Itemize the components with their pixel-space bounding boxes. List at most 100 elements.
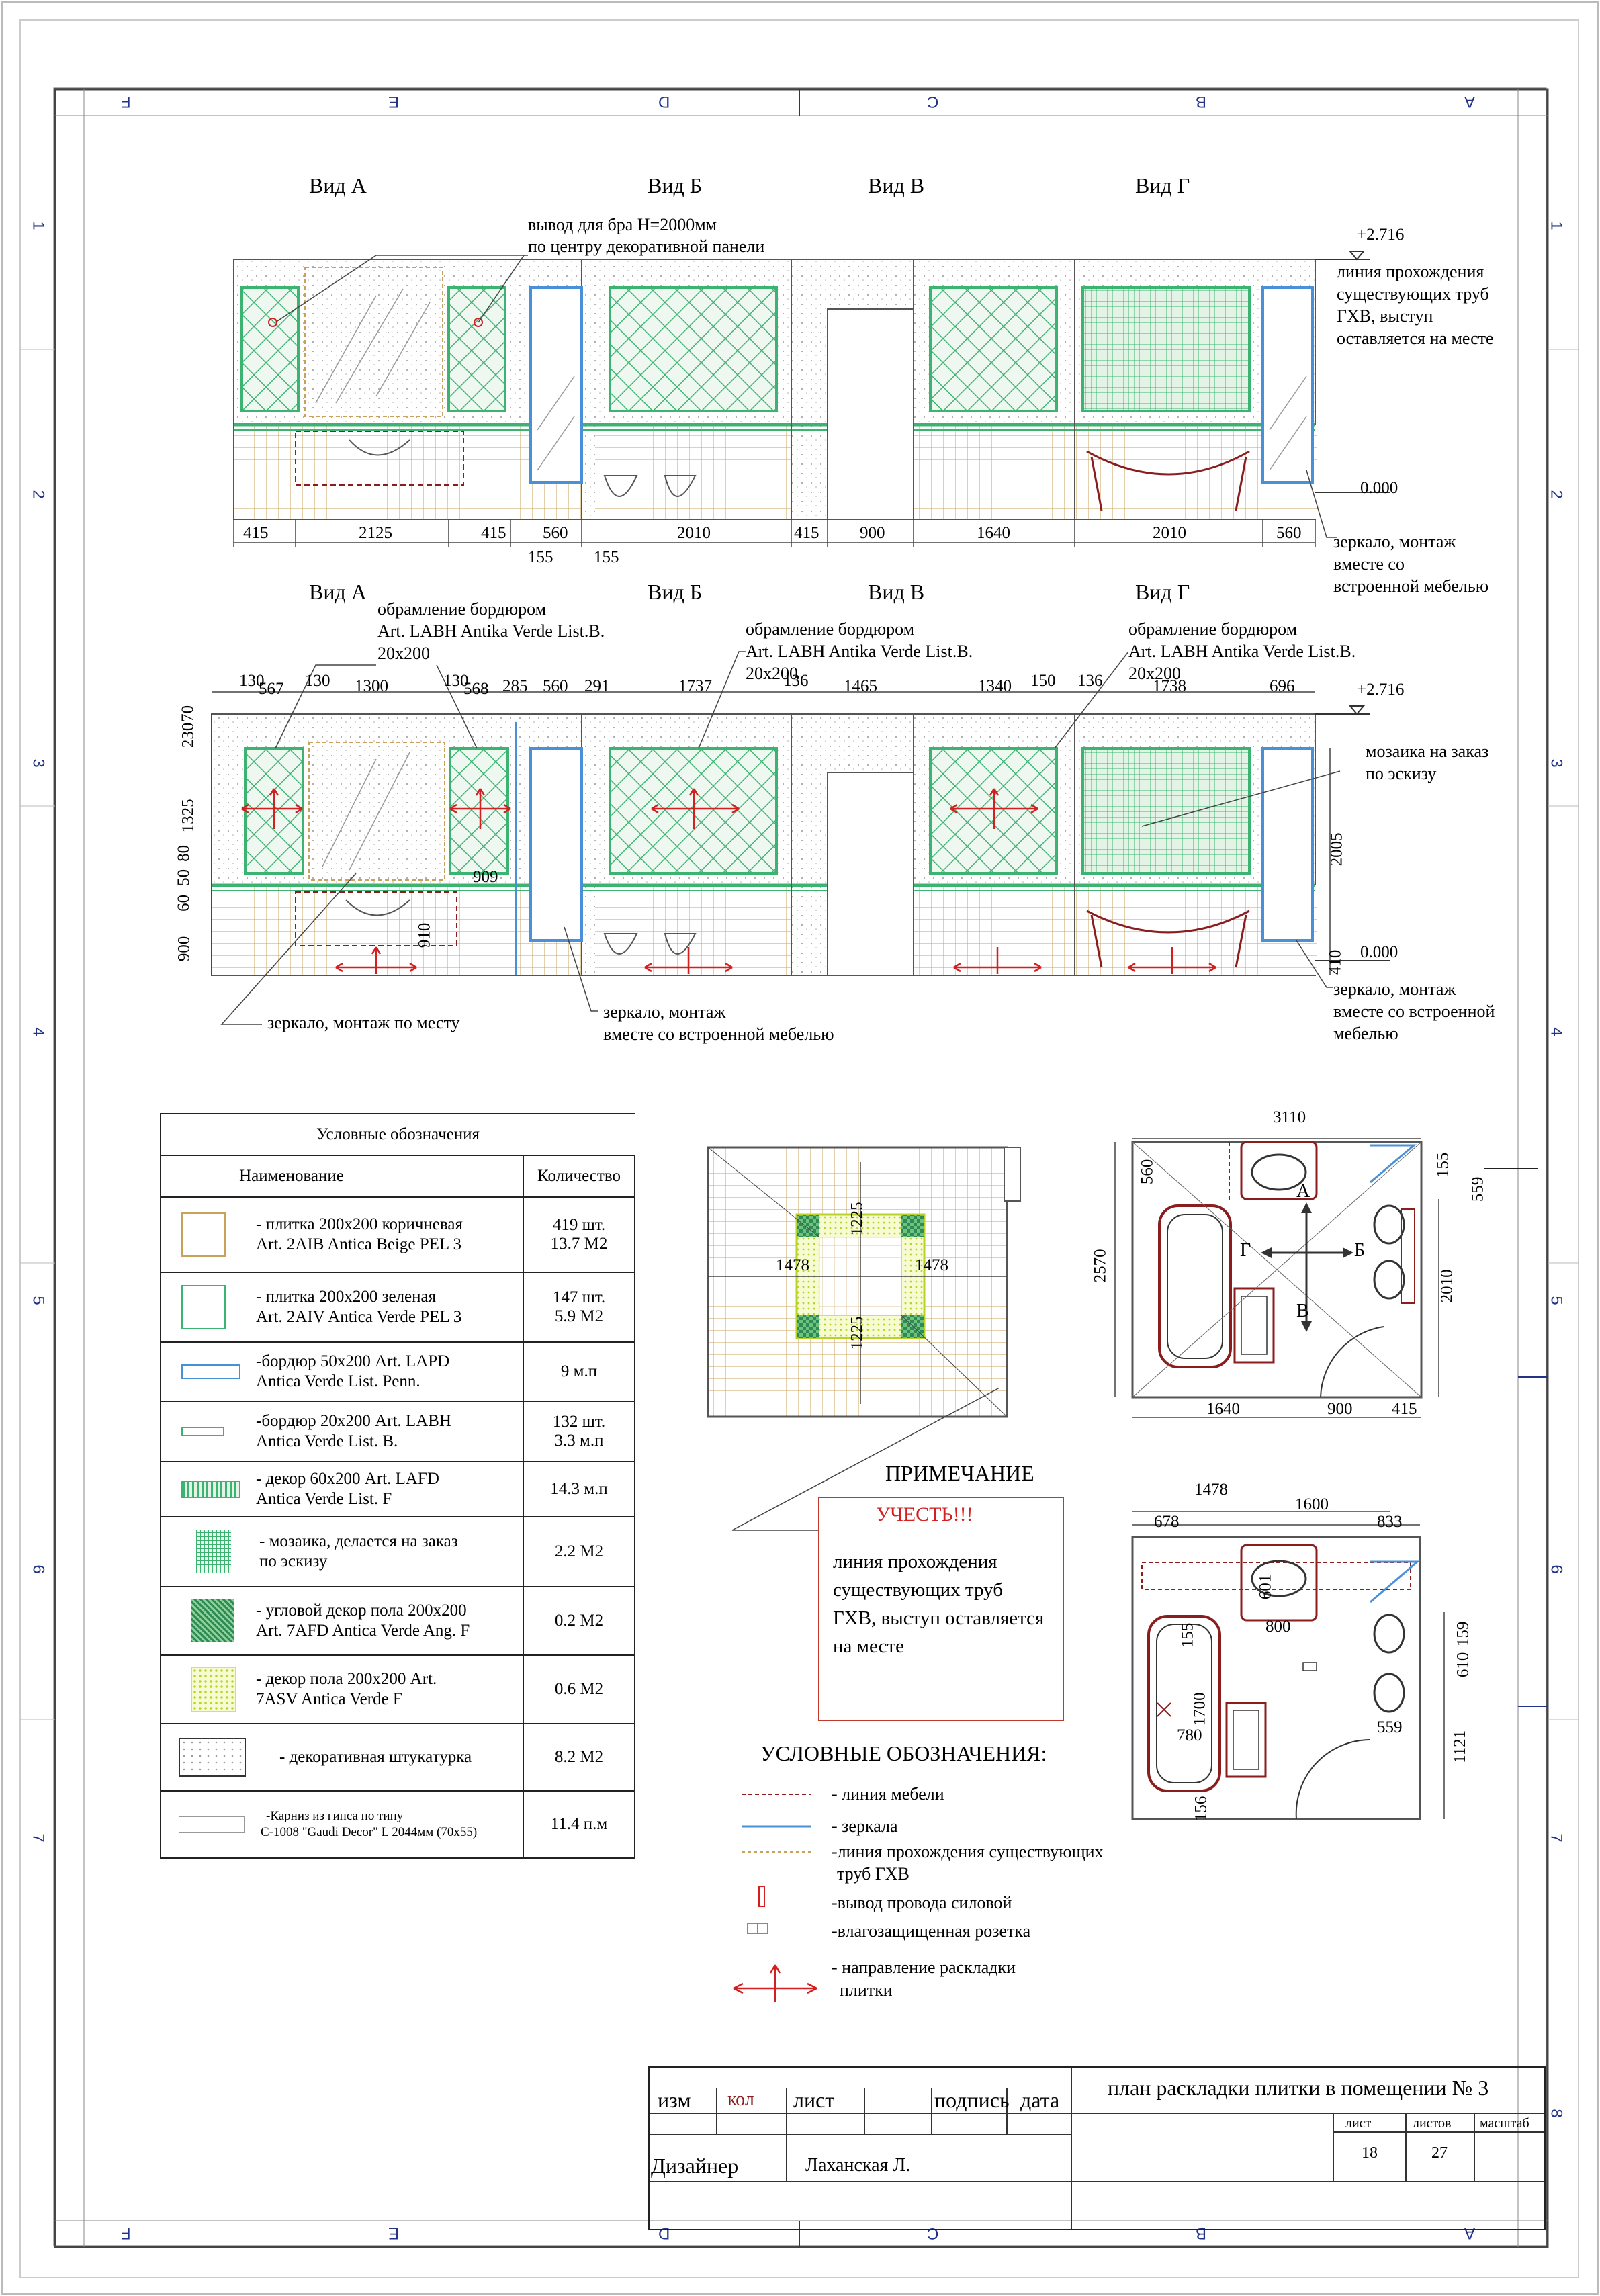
tb-podpis: подпись bbox=[934, 2088, 1010, 2112]
legend-name-line: 7ASV Antica Verde F bbox=[256, 1690, 402, 1708]
dim-label: 155 bbox=[528, 548, 553, 566]
dim-label: 678 bbox=[1154, 1513, 1180, 1531]
tb-role: Дизайнер bbox=[651, 2154, 739, 2178]
note-mirror-right: зеркало, монтаж вместе со встроенной меб… bbox=[1333, 978, 1508, 1045]
dim-label: 567 bbox=[259, 680, 284, 698]
legend-table: Условные обозначения Наименование Количе… bbox=[160, 1113, 635, 1859]
legend-name-line: Antica Verde List. Penn. bbox=[256, 1372, 420, 1390]
dim-label: 2010 bbox=[677, 524, 711, 542]
legend-name: - декор пола 200х200 Art. 7ASV Antica Ve… bbox=[160, 1654, 524, 1724]
swatch-cornice bbox=[179, 1816, 245, 1833]
note-line: мозаика на заказ bbox=[1366, 742, 1489, 761]
dim-label: 415 bbox=[481, 524, 506, 542]
note-line: зеркало, монтаж bbox=[1333, 979, 1456, 999]
dim-label: 900 bbox=[860, 524, 885, 542]
table-row: -бордюр 20х200 Art. LABH Antica Verde Li… bbox=[160, 1401, 635, 1462]
table-row: - угловой декор пола 200х200 Art. 7AFD A… bbox=[160, 1586, 635, 1656]
view-label: Вид Г bbox=[1135, 580, 1190, 604]
legend-col-name: Наименование bbox=[160, 1155, 524, 1198]
swatch-plaster bbox=[179, 1738, 246, 1777]
symbol-label: -линия прохождения существующих bbox=[832, 1842, 1104, 1861]
legend-qty-line: 147 шт. bbox=[552, 1288, 606, 1307]
legend-name-line: - плитка 200х200 коричневая bbox=[256, 1215, 463, 1233]
dim-label: 1738 bbox=[1153, 677, 1186, 695]
remark-title: ПРИМЕЧАНИЕ bbox=[885, 1461, 1034, 1485]
legend-name-line: - угловой декор пола 200х200 bbox=[256, 1601, 467, 1620]
dim-label: 2125 bbox=[359, 524, 392, 542]
symbol-label: - направление раскладки bbox=[832, 1957, 1016, 1977]
tb-h-listov: листов bbox=[1413, 2116, 1452, 2131]
remark-line: существующих труб bbox=[833, 1579, 1003, 1601]
legend-qty-line: 132 шт. bbox=[552, 1413, 606, 1431]
dim-label: 1340 bbox=[978, 677, 1012, 695]
dim-label: 3110 bbox=[1273, 1108, 1306, 1127]
legend-name-line: - декор пола 200х200 Art. bbox=[256, 1670, 437, 1688]
note-line: по эскизу bbox=[1366, 764, 1437, 783]
legend-name: - декоративная штукатурка bbox=[160, 1723, 524, 1792]
symbol-label: - зеркала bbox=[832, 1816, 898, 1836]
tb-v-list: 18 bbox=[1362, 2144, 1378, 2162]
legend-title: Условные обозначения bbox=[160, 1113, 635, 1156]
note-line: существующих труб bbox=[1337, 284, 1489, 304]
border-note: обрамление бордюром Art. LABH Antika Ver… bbox=[1128, 618, 1411, 685]
legend-qty: 132 шт.3.3 м.п bbox=[523, 1401, 635, 1462]
symbols-title: УСЛОВНЫЕ ОБОЗНАЧЕНИЯ: bbox=[760, 1741, 1047, 1765]
tb-title: план раскладки плитки в помещении № 3 bbox=[1108, 2076, 1489, 2100]
legend-qty-line: 13.7 М2 bbox=[550, 1235, 608, 1253]
dim-label: 1478 bbox=[915, 1256, 948, 1274]
remark-line: ГХВ, выступ оставляется bbox=[833, 1607, 1045, 1629]
dim-label: 130 bbox=[443, 672, 469, 690]
legend-name: -Карниз из гипса по типу С-1008 "Gaudi D… bbox=[160, 1790, 524, 1859]
note-line: обрамление бордюром bbox=[746, 619, 915, 639]
view-label: Вид В bbox=[868, 173, 925, 197]
note-line: ГХВ, выступ bbox=[1337, 306, 1433, 326]
tb-name: Лаханская Л. bbox=[805, 2155, 911, 2176]
dim-label: 291 bbox=[584, 677, 610, 695]
table-row: - декоративная штукатурка 8.2 М2 bbox=[160, 1723, 635, 1792]
swatch-mosaic bbox=[196, 1530, 231, 1573]
tb-h-masshtab: масштаб bbox=[1480, 2116, 1529, 2131]
symbol-label: - линия мебели bbox=[832, 1784, 944, 1804]
dim-label: 560 bbox=[543, 524, 568, 542]
dim-label: 560 bbox=[543, 677, 568, 695]
dim-label: 415 bbox=[1392, 1400, 1417, 1418]
table-row: - мозаика, делается на заказ по эскизу 2… bbox=[160, 1516, 635, 1587]
legend-col-qty: Количество bbox=[523, 1155, 635, 1198]
view-label: Вид Б bbox=[648, 580, 703, 604]
note-mosaic: мозаика на заказ по эскизу bbox=[1366, 740, 1527, 785]
note-line: встроенной мебелью bbox=[1333, 576, 1489, 596]
border-note: обрамление бордюром Art. LABH Antika Ver… bbox=[746, 618, 1028, 685]
note-line: вместе со bbox=[1333, 554, 1405, 574]
legend-name-line: -Карниз из гипса по типу bbox=[266, 1809, 404, 1823]
symbol-label: труб ГХВ bbox=[837, 1864, 909, 1884]
legend-name: - плитка 200х200 зеленая Art. 2AIV Antic… bbox=[160, 1272, 524, 1343]
legend-name-line: - декор 60х200 Art. LAFD bbox=[256, 1470, 439, 1488]
legend-qty-line: 3.3 м.п bbox=[554, 1431, 604, 1450]
dim-label: 415 bbox=[243, 524, 269, 542]
dim-label: 415 bbox=[794, 524, 819, 542]
table-row: - декор 60х200 Art. LAFD Antica Verde Li… bbox=[160, 1461, 635, 1517]
dim-label: 130 bbox=[305, 672, 330, 690]
remark-line: линия прохождения bbox=[833, 1551, 997, 1573]
border-note: обрамление бордюром Art. LABH Antika Ver… bbox=[377, 598, 660, 664]
dim-label: 833 bbox=[1377, 1513, 1403, 1531]
view-label: Вид Б bbox=[648, 173, 703, 197]
table-row: - декор пола 200х200 Art. 7ASV Antica Ve… bbox=[160, 1654, 635, 1724]
dim-label: 696 bbox=[1270, 677, 1295, 695]
swatch-border-20 bbox=[181, 1427, 224, 1436]
legend-name: - плитка 200х200 коричневая Art. 2AIB An… bbox=[160, 1196, 524, 1273]
dim-label: 285 bbox=[502, 677, 528, 695]
table-row: - плитка 200х200 зеленая Art. 2AIV Antic… bbox=[160, 1272, 635, 1343]
note-pipes: линия прохождения существующих труб ГХВ,… bbox=[1337, 261, 1505, 349]
dim-label: 780 bbox=[1177, 1726, 1202, 1745]
legend-header-row: Наименование Количество bbox=[160, 1155, 635, 1198]
dim-label: 2010 bbox=[1153, 524, 1186, 542]
note-bra: по центру декоративной панели bbox=[528, 236, 765, 256]
remark-box: УЧЕСТЬ!!! линия прохождения существующих… bbox=[818, 1497, 1064, 1721]
view-label: Вид Г bbox=[1135, 173, 1190, 197]
legend-name-line: -бордюр 50х200 Art. LAPD bbox=[256, 1352, 450, 1370]
remark-text: линия прохождения существующих труб ГХВ,… bbox=[833, 1548, 1044, 1661]
